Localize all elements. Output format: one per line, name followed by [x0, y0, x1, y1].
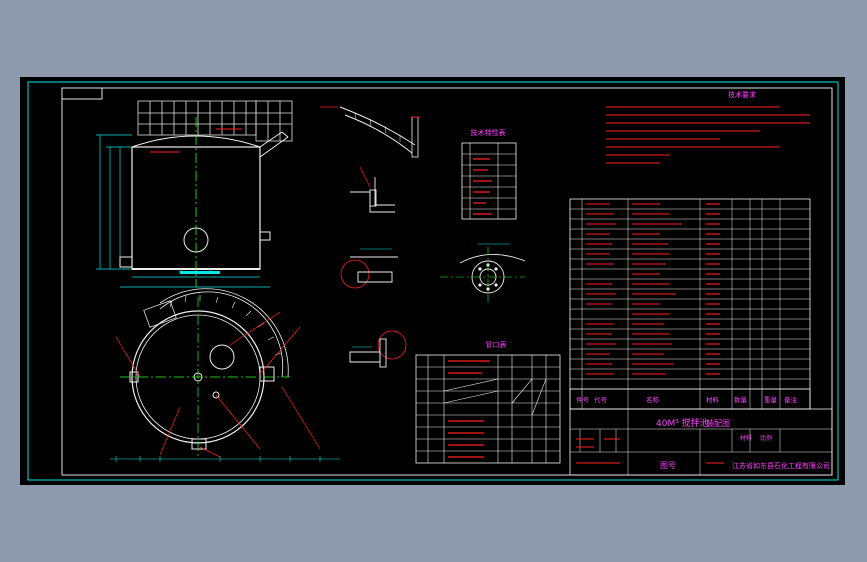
tank-plan-view: [110, 288, 340, 462]
equipment-name: 40M³ 搅拌池: [656, 417, 709, 429]
tech-requirements: 技术要求: [606, 90, 810, 164]
nozzle-table-title: 管口表: [486, 340, 507, 349]
parts-header-1: 代号: [594, 395, 608, 404]
sheet-label: 图号: [660, 461, 676, 470]
parts-header-4: 材料: [706, 395, 720, 404]
tech-requirements-title: 技术要求: [728, 90, 756, 99]
parts-list: 件号 代号 名称 数量 材料 重量 备注: [569, 198, 811, 410]
drawing-kind: 装配图: [706, 418, 730, 428]
inner-frame: [61, 87, 833, 476]
corner-box: [61, 87, 103, 100]
nozzle-table: 管口表: [415, 340, 561, 464]
parts-header-0: 件号: [576, 395, 590, 404]
title-block: 40M³ 搅拌池 装配图 材料 比例 图号 江苏省如东县石化工程有限公司: [569, 408, 833, 476]
tech-char-table-title: 技术特性表: [471, 128, 506, 137]
parts-header-3: 数量: [734, 395, 748, 404]
tank-elevation: [96, 100, 293, 288]
cad-drawing-sheet: 技术要求 技术特性表 管口表: [20, 77, 845, 485]
detail-views: [320, 106, 526, 368]
outer-frame: [27, 81, 839, 481]
parts-header-6: 备注: [784, 395, 798, 404]
company-name: 江苏省如东县石化工程有限公司: [732, 461, 830, 470]
drawn-label: 材料: [740, 434, 752, 442]
parts-header-2: 名称: [646, 395, 660, 404]
scale-label: 比例: [760, 434, 772, 442]
cad-drawing: 技术要求 技术特性表 管口表: [27, 81, 839, 481]
parts-header-5: 重量: [764, 396, 778, 404]
tech-char-table: 技术特性表: [461, 128, 517, 220]
